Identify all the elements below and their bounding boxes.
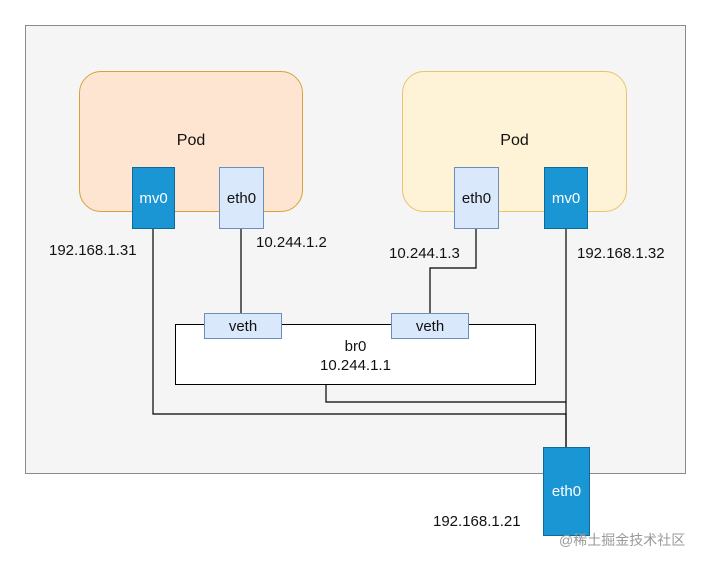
pod-right-label: Pod (500, 132, 529, 149)
eth0-left-ip: 10.244.1.2 (256, 234, 327, 251)
mv0-right-ip: 192.168.1.32 (577, 245, 665, 262)
mv0-interface-right: mv0 (544, 167, 588, 229)
bridge-ip: 10.244.1.1 (320, 357, 391, 374)
bridge-name: br0 (344, 338, 367, 355)
host-eth0-interface: eth0 (543, 447, 590, 536)
pod-right: Pod (402, 71, 627, 212)
eth0-right-ip: 10.244.1.3 (389, 245, 460, 262)
veth-right: veth (391, 313, 469, 339)
pod-left-label: Pod (176, 132, 206, 149)
veth-left: veth (204, 313, 282, 339)
pod-left: Pod (79, 71, 303, 212)
mv0-left-ip: 192.168.1.31 (49, 242, 137, 259)
mv0-interface-left: mv0 (132, 167, 175, 229)
wire-right-eth0-veth (429, 229, 477, 313)
host-eth0-ip: 192.168.1.21 (433, 513, 521, 530)
watermark-text: @稀土掘金技术社区 (559, 532, 686, 548)
wire-bridge-host (325, 385, 566, 403)
eth0-interface-right: eth0 (454, 167, 499, 229)
eth0-interface-left: eth0 (219, 167, 264, 229)
